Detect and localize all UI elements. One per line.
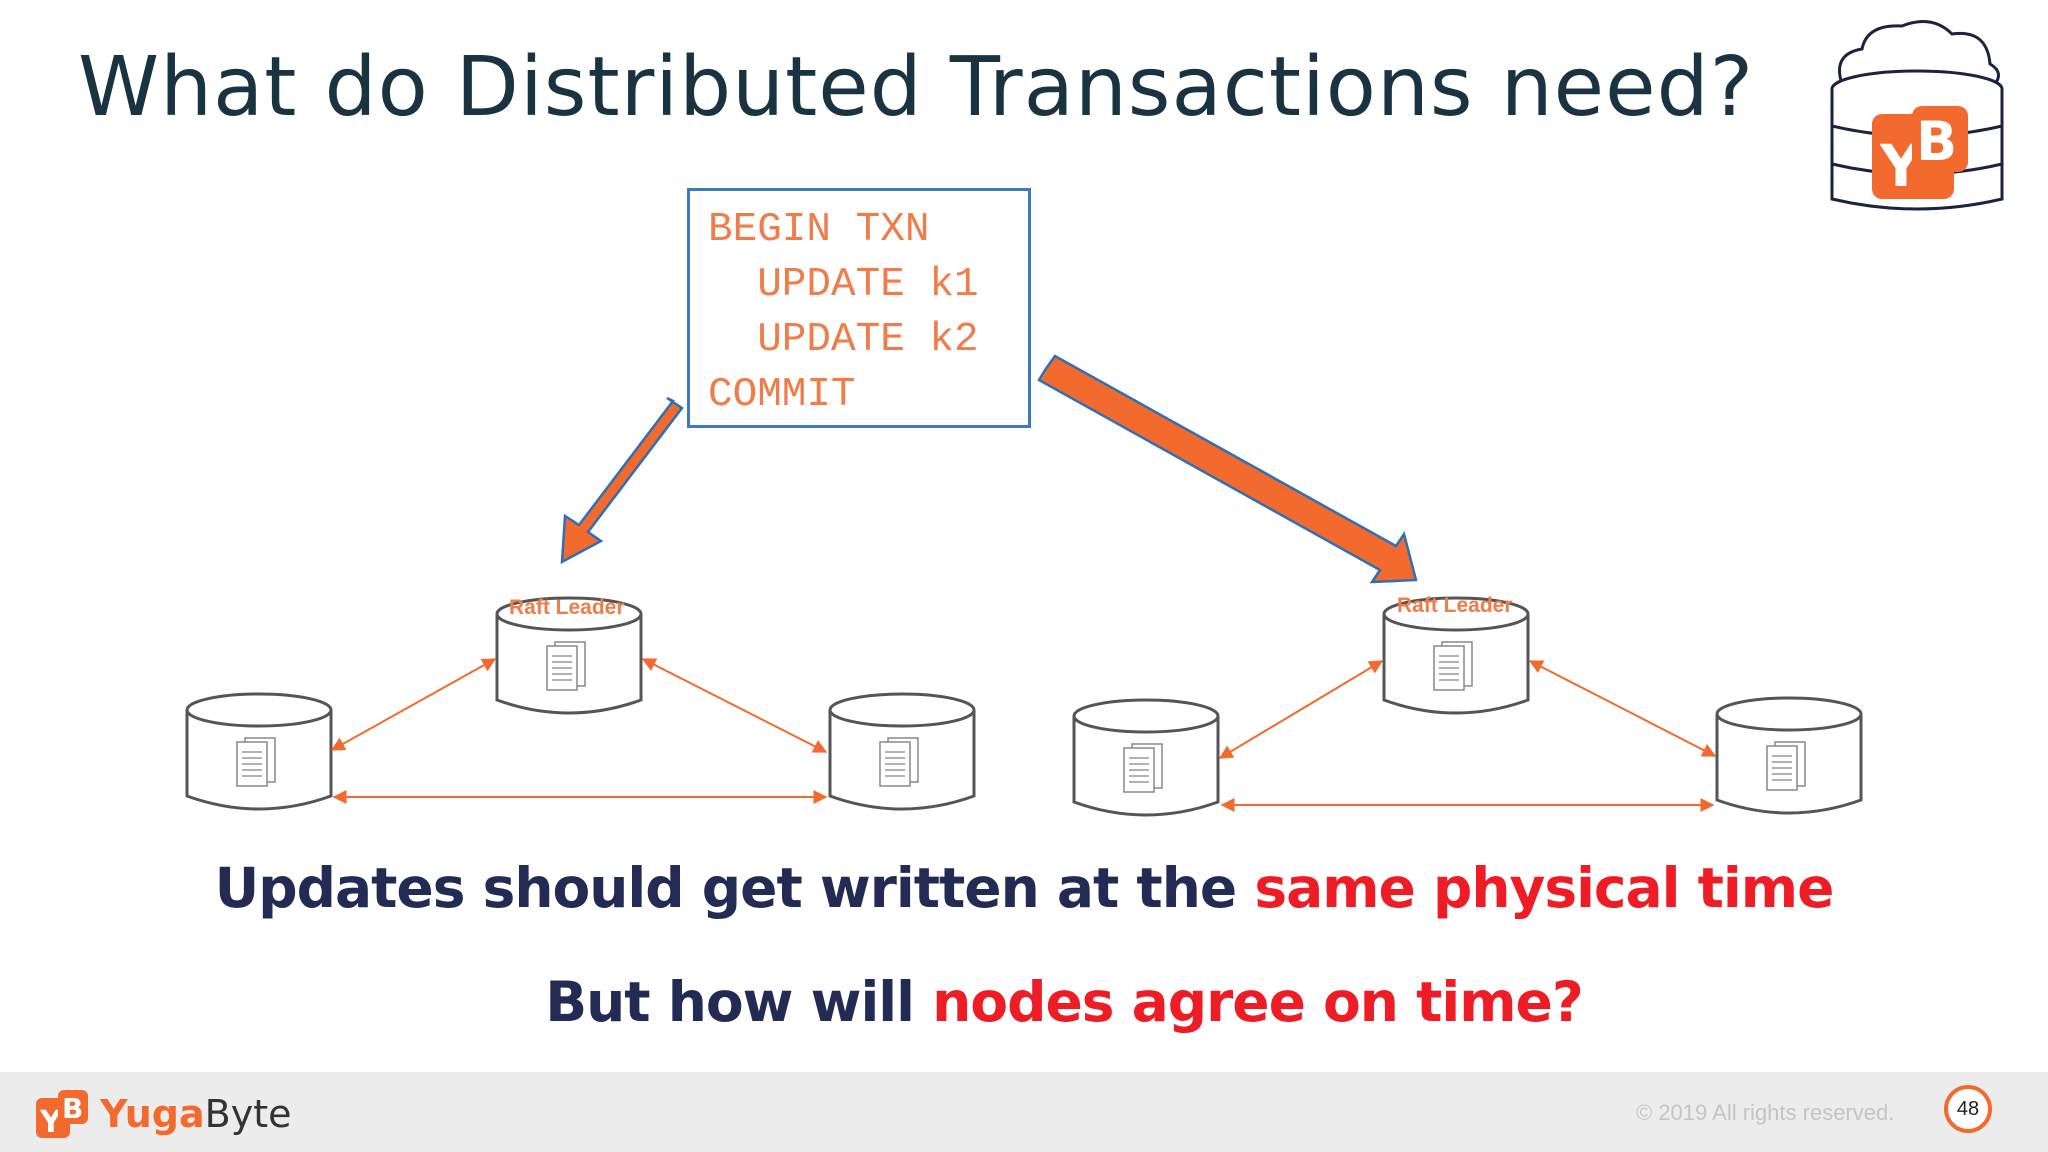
yugabyte-brand: Y B YugaByte [36, 1088, 292, 1140]
page-number-badge: 48 [1944, 1085, 1992, 1133]
statement-prefix: Updates should get written at the [214, 856, 1255, 920]
code-line: COMMIT [708, 372, 856, 418]
slide-title: What do Distributed Transactions need? [78, 40, 1755, 135]
transaction-code-box: BEGIN TXN UPDATE k1 UPDATE k2 COMMIT [687, 188, 1031, 428]
brand-wordmark: YugaByte [100, 1092, 292, 1136]
statement-highlight: same physical time [1254, 856, 1834, 920]
yugabyte-brand-icon: Y B [36, 1090, 88, 1140]
statement-physical-time: Updates should get written at the same p… [0, 856, 2048, 920]
code-line: UPDATE k2 [708, 317, 979, 363]
code-line: UPDATE k1 [708, 262, 979, 308]
slide-footer [0, 1072, 2048, 1152]
left-transaction-arrow [560, 396, 684, 565]
statement-agree-on-time: But how will nodes agree on time? [40, 970, 2048, 1034]
statement-highlight: nodes agree on time? [932, 970, 1584, 1034]
yugabyte-cloud-logo-icon: Y B [1830, 20, 2004, 211]
database-icon [1715, 696, 1863, 815]
raft-leader-label: Raft Leader [509, 596, 625, 619]
raft-diagram [185, 354, 1863, 817]
svg-text:B: B [1916, 110, 1957, 173]
right-transaction-arrow [1037, 354, 1418, 584]
svg-text:B: B [62, 1092, 83, 1125]
copyright-text: © 2019 All rights reserved. [1636, 1100, 1895, 1125]
raft-leader-label: Raft Leader [1397, 594, 1513, 617]
code-line: BEGIN TXN [708, 207, 930, 253]
statement-prefix: But how will [545, 970, 933, 1034]
database-icon [828, 692, 976, 811]
database-icon [1072, 698, 1220, 817]
database-icon [185, 692, 333, 811]
